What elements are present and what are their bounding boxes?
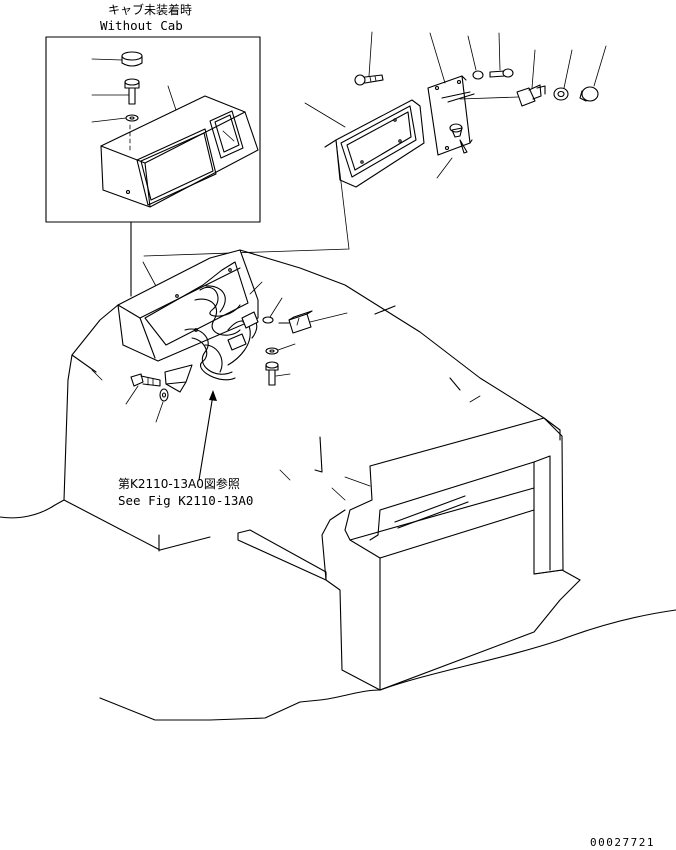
nut-part: [553, 49, 573, 101]
washer-left-part: [155, 388, 169, 423]
bolt-left-part: [125, 373, 161, 405]
inset-frame: [45, 36, 261, 223]
frame-leader-2: [142, 261, 158, 289]
inset-without-cab: キャブ未装着時 Without Cab: [45, 2, 261, 223]
exploded-parts-upper-right: [304, 31, 607, 188]
harness-leader: [249, 281, 263, 295]
reference-text-jp: 第K2110-13A0図参照: [118, 476, 240, 491]
reference-text-en: See Fig K2110-13A0: [118, 493, 253, 508]
switch-plate-part: [427, 32, 475, 156]
machine-body: [0, 249, 676, 721]
key-switch-part: [436, 123, 468, 179]
instrument-frame-part: [304, 99, 425, 188]
inset-title-en: Without Cab: [100, 18, 183, 33]
cap-part: [91, 51, 143, 67]
small-screw-part: [467, 35, 484, 80]
reference-arrow: [198, 390, 217, 481]
toggle-switch-part: [459, 49, 546, 107]
clip-part: [262, 297, 283, 324]
panel-cover-part: [100, 85, 259, 208]
drawing-number: 00027721: [590, 836, 655, 849]
bolt-part: [91, 78, 140, 105]
small-bolt-part: [489, 32, 514, 78]
knob-part: [579, 45, 607, 102]
dashboard-fasteners: [125, 281, 348, 423]
bolt-lower-part: [265, 361, 291, 386]
washer-lower-part: [265, 343, 296, 355]
connector-part: [278, 310, 348, 334]
screw-part: [354, 31, 384, 86]
washer-part: [91, 114, 139, 123]
dashboard-panel: [117, 249, 259, 393]
inset-title-jp: キャブ未装着時: [108, 2, 192, 17]
frame-leader: [143, 139, 350, 257]
